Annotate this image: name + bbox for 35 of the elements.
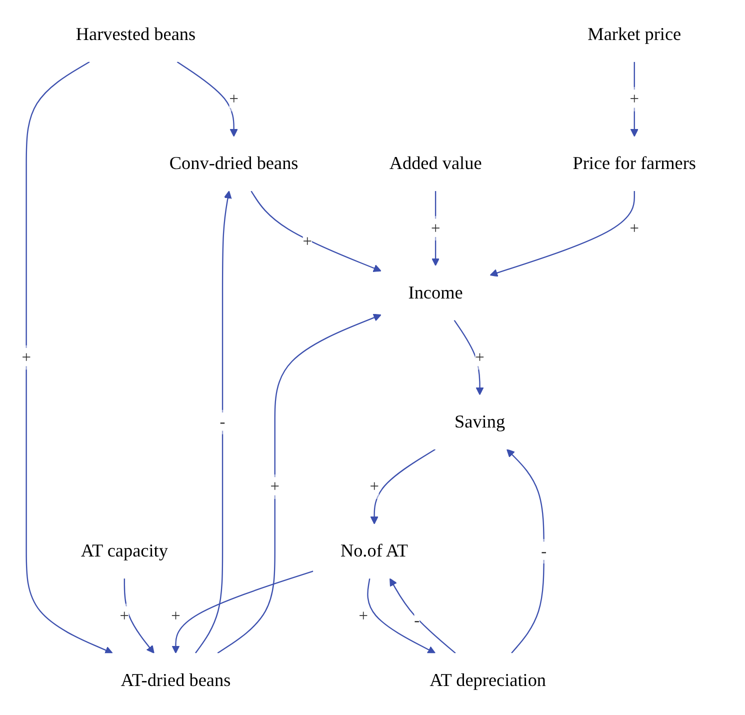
node-text: Income <box>408 282 463 303</box>
edge-label: + <box>370 477 379 496</box>
arrow <box>506 449 544 654</box>
node-text: Price for farmers <box>572 154 696 174</box>
edge-label: + <box>120 606 130 624</box>
edge-label: + <box>270 477 280 496</box>
edge-label: + <box>630 218 640 237</box>
arrow <box>250 190 382 272</box>
node-text: AT-dried beans <box>120 670 231 690</box>
node-text: AT depreciation <box>430 670 546 690</box>
edge-label: + <box>302 232 312 250</box>
edge-label: - <box>414 611 420 630</box>
node-text: Harvested beans <box>76 24 196 45</box>
node-text: Conv-dried beans <box>169 154 298 174</box>
arrow <box>195 190 232 654</box>
node-text: No.of AT <box>340 541 408 562</box>
node-text: Market price <box>588 24 682 45</box>
edge-label: + <box>22 348 31 366</box>
edge-label: - <box>541 542 547 560</box>
edge-label: + <box>430 218 440 237</box>
arrow <box>490 191 635 277</box>
edge-label: + <box>475 348 484 366</box>
arrow <box>367 578 436 654</box>
edge-label: - <box>220 412 226 431</box>
edge-label: + <box>358 606 368 624</box>
edge-label: + <box>171 606 180 624</box>
node-text: Added value <box>389 154 482 174</box>
node-text: Saving <box>454 412 506 432</box>
arrow <box>390 578 456 654</box>
arrow <box>124 578 154 654</box>
edge-label: + <box>630 90 640 108</box>
arrow <box>217 314 382 654</box>
edge-label: + <box>229 90 238 108</box>
node-text: AT capacity <box>80 541 168 562</box>
arrow <box>26 61 113 654</box>
